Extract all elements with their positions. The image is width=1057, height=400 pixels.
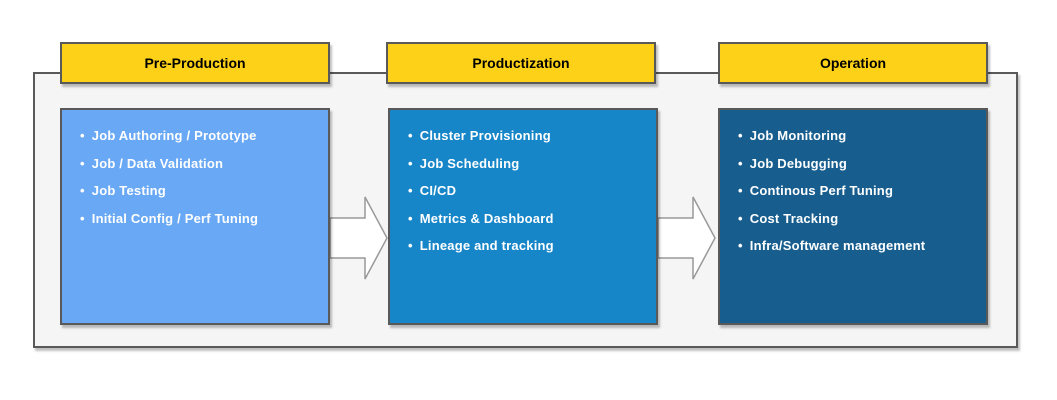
list-item: • Lineage and tracking (408, 232, 646, 260)
list-item: • Job / Data Validation (80, 150, 318, 178)
list-item: • Initial Config / Perf Tuning (80, 205, 318, 233)
list-item: • Infra/Software management (738, 232, 976, 260)
item-label: Continous Perf Tuning (749, 183, 894, 199)
list-item: • Job Scheduling (408, 150, 646, 178)
item-label: Lineage and tracking (419, 238, 554, 254)
stage-title: Productization (472, 55, 570, 71)
list-item: • Job Monitoring (738, 122, 976, 150)
item-label: Job Authoring / Prototype (91, 128, 257, 144)
bullet-icon: • (80, 183, 85, 199)
item-label: CI/CD (419, 183, 457, 199)
stage-box-pre-production: • Job Authoring / Prototype • Job / Data V… (60, 108, 330, 325)
bullet-icon: • (738, 238, 743, 254)
list-item: • Job Debugging (738, 150, 976, 178)
stage-title: Operation (819, 55, 887, 71)
bullet-icon: • (408, 183, 413, 199)
bullet-icon: • (738, 183, 743, 199)
item-label: Metrics & Dashboard (419, 210, 554, 226)
stage-title: Pre-Production (144, 55, 246, 71)
bullet-icon: • (408, 238, 413, 254)
list-item: • Job Testing (80, 177, 318, 205)
bullet-icon: • (80, 210, 85, 226)
stage-header-operation: Operation (718, 42, 988, 84)
bullet-icon: • (80, 155, 85, 171)
list-item: • Job Authoring / Prototype (80, 122, 318, 150)
list-item: • Cost Tracking (738, 205, 976, 233)
bullet-icon: • (738, 210, 743, 226)
bullet-icon: • (80, 128, 85, 144)
item-label: Initial Config / Perf Tuning (91, 210, 259, 226)
item-label: Job Monitoring (749, 128, 847, 144)
item-label: Job Scheduling (419, 155, 520, 171)
stage-header-pre-production: Pre-Production (60, 42, 330, 84)
stage-box-operation: • Job Monitoring • Job Debugging • Continou… (718, 108, 988, 325)
list-item: • CI/CD (408, 177, 646, 205)
bullet-icon: • (738, 155, 743, 171)
bullet-icon: • (408, 128, 413, 144)
bullet-icon: • (408, 210, 413, 226)
item-label: Job Debugging (749, 155, 847, 171)
item-label: Cluster Provisioning (419, 128, 551, 144)
bullet-icon: • (408, 155, 413, 171)
item-label: Job Testing (91, 183, 166, 199)
list-item: • Continous Perf Tuning (738, 177, 976, 205)
flow-arrow-icon (329, 196, 388, 280)
list-item: • Cluster Provisioning (408, 122, 646, 150)
item-label: Job / Data Validation (91, 155, 224, 171)
stage-box-productization: • Cluster Provisioning • Job Scheduling • C… (388, 108, 658, 325)
flow-arrow-icon (657, 196, 716, 280)
stage-header-productization: Productization (386, 42, 656, 84)
bullet-icon: • (738, 128, 743, 144)
list-item: • Metrics & Dashboard (408, 205, 646, 233)
item-label: Cost Tracking (749, 210, 839, 226)
item-label: Infra/Software management (749, 238, 926, 254)
